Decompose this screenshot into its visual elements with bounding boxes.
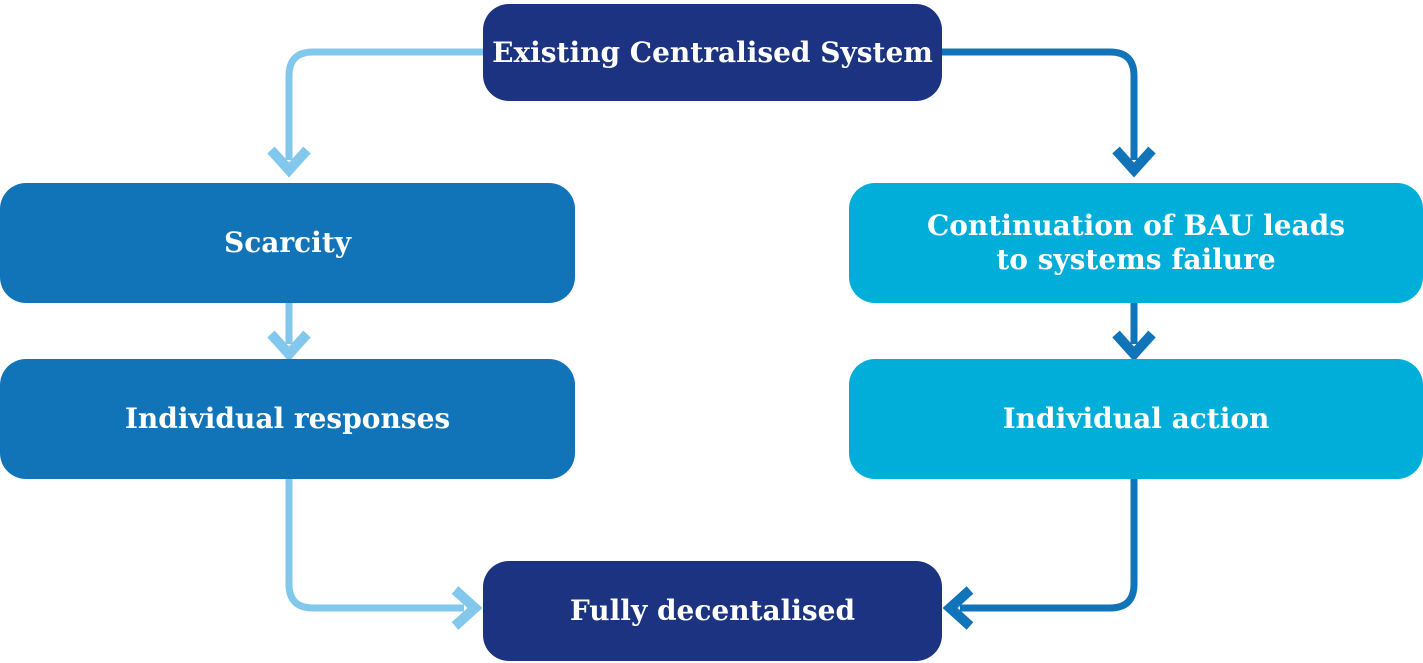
arrow-top-to-scarcity <box>267 48 483 178</box>
node-fully-decentalised: Fully decentalised <box>483 561 942 661</box>
node-label: Existing Centralised System <box>492 35 933 69</box>
node-individual-responses: Individual responses <box>0 359 575 479</box>
arrow-top-to-continuation <box>942 48 1156 178</box>
node-label: Scarcity <box>223 226 352 259</box>
node-label: Fully decentalised <box>569 594 856 627</box>
node-existing-centralised-system: Existing Centralised System <box>483 4 942 101</box>
node-label: Individual responses <box>124 402 451 435</box>
node-label: Individual action <box>1002 402 1270 435</box>
arrow-responses-to-bottom <box>285 479 483 630</box>
arrow-scarcity-to-responses <box>267 303 311 362</box>
node-scarcity: Scarcity <box>0 183 575 303</box>
arrow-continuation-to-action <box>1112 303 1156 362</box>
node-label: Continuation of BAU leads to systems fai… <box>926 209 1346 276</box>
node-continuation-of-bau: Continuation of BAU leads to systems fai… <box>849 183 1423 303</box>
node-individual-action: Individual action <box>849 359 1423 479</box>
arrow-action-to-bottom <box>942 479 1138 630</box>
